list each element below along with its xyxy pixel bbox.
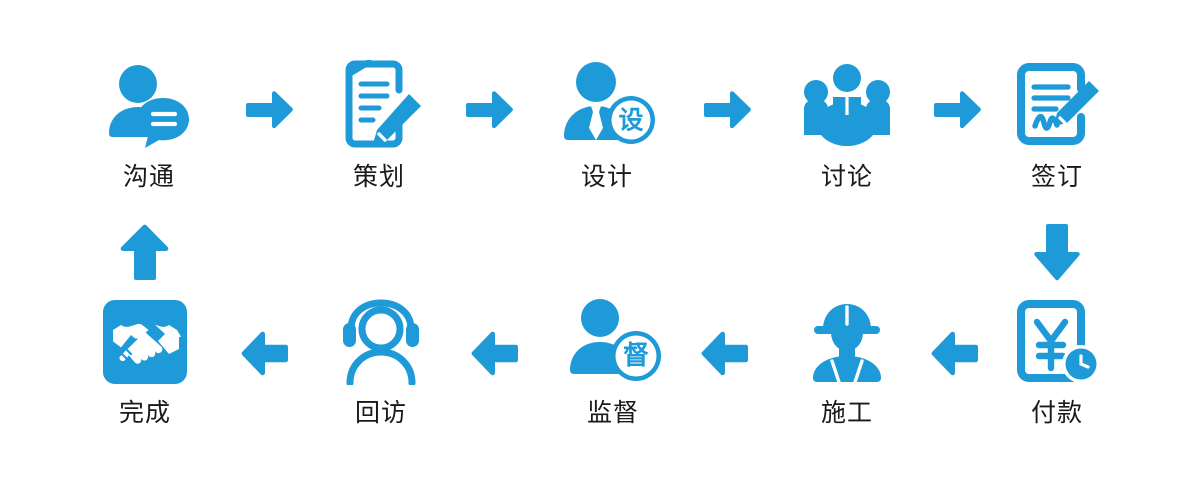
group-meeting-icon [772,58,922,154]
step-node-supervision[interactable]: 督 监督 [538,294,688,428]
arrow-left-icon [238,330,290,376]
person-with-speech-bubble-icon [74,58,224,154]
arrow-right-icon [704,90,752,130]
step-label: 完成 [118,398,171,427]
step-label: 回访 [354,398,407,427]
handshake-icon [70,294,220,390]
yen-invoice-clock-icon [982,294,1132,390]
arrow-up-icon [118,222,172,280]
construction-worker-icon [772,294,922,390]
step-node-complete[interactable]: 完成 [70,294,220,428]
step-node-followup[interactable]: 回访 [306,294,456,428]
headset-person-icon [306,294,456,390]
step-label: 签订 [1030,162,1083,191]
step-node-design[interactable]: 设 设计 [532,58,682,192]
arrow-right-icon [934,90,982,130]
badge-text: 督 [623,340,649,371]
person-with-badge-she-icon: 设 [532,58,682,154]
step-label: 沟通 [122,162,175,191]
document-with-pencil-icon [304,58,454,154]
step-node-payment[interactable]: 付款 [982,294,1132,428]
arrow-down-icon [1032,222,1080,282]
step-label: 设计 [580,162,633,191]
arrow-right-icon [246,90,294,130]
step-node-planning[interactable]: 策划 [304,58,454,192]
step-label: 讨论 [820,162,873,191]
step-label: 策划 [352,162,405,191]
step-label: 付款 [1030,398,1083,427]
arrow-left-icon [468,330,520,376]
step-label: 监督 [586,398,639,427]
arrow-left-icon [928,330,980,376]
step-node-signing[interactable]: 签订 [982,58,1132,192]
arrow-left-icon [698,330,750,376]
step-label: 施工 [820,398,873,427]
step-node-communication[interactable]: 沟通 [74,58,224,192]
badge-text: 设 [618,106,643,135]
contract-signature-pen-icon [982,58,1132,154]
person-with-badge-du-icon: 督 [538,294,688,390]
step-node-construction[interactable]: 施工 [772,294,922,428]
arrow-right-icon [466,90,514,130]
step-node-discussion[interactable]: 讨论 [772,58,922,192]
